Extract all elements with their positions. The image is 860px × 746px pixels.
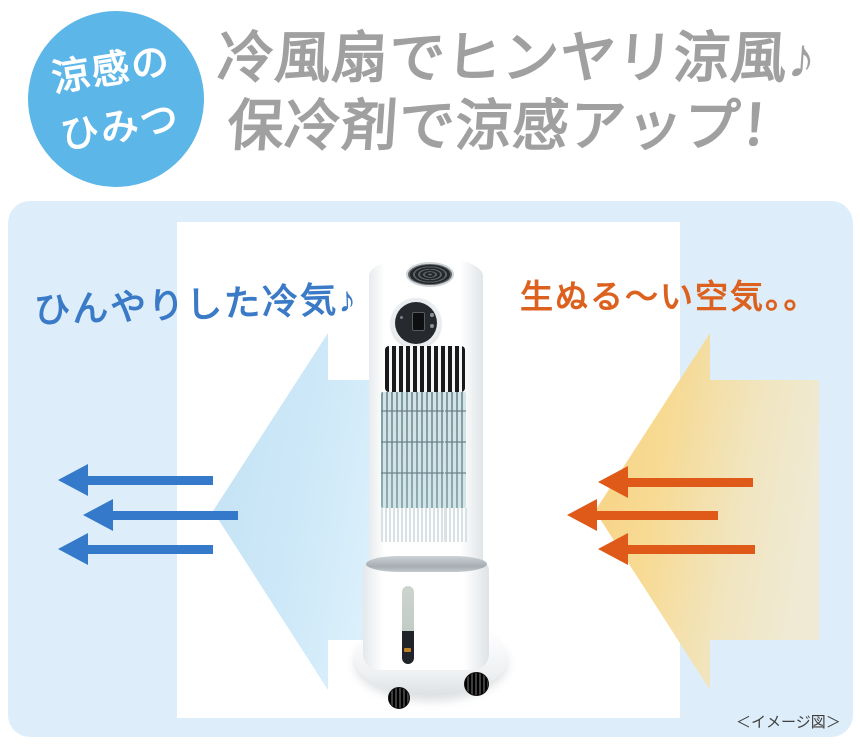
fan-grille-divider (381, 472, 466, 474)
cold-air-arrow-icon (58, 533, 213, 565)
fan-display (412, 312, 425, 331)
fan-louver-vent (385, 346, 465, 392)
arrow-shaft (82, 545, 213, 554)
fan-lower-grille (381, 508, 467, 542)
fan-water-tank (363, 562, 489, 670)
warm-air-arrow-icon (598, 466, 753, 498)
arrow-shaft (622, 545, 755, 554)
fan-top-vent-icon (406, 262, 454, 287)
cooling-secret-badge: 涼感の ひみつ (15, 0, 217, 200)
arrow-shaft (591, 511, 718, 520)
cold-air-arrow-icon (83, 499, 238, 531)
warm-air-arrow-icon (567, 499, 718, 531)
fan-water-level-mark (404, 648, 411, 652)
fan-button-icon (430, 313, 434, 317)
fan-divider-band (366, 556, 487, 572)
fan-grille-divider (381, 410, 466, 412)
cold-air-arrow-icon (58, 464, 213, 496)
fan-grille-divider (381, 441, 466, 443)
fan-caster-wheel (464, 672, 489, 696)
fan-panel-seam (444, 392, 445, 542)
fan-water-level-window (402, 586, 414, 664)
arrow-shaft (107, 511, 238, 520)
fan-button-icon (400, 316, 403, 319)
warm-air-label: 生ぬる～い空気。。 (520, 278, 819, 315)
warm-air-arrow-icon (598, 533, 755, 565)
headline: 冷風扇でヒンヤリ涼風♪ 保冷剤で涼感アップ！ (185, 24, 845, 160)
fan-button-icon (430, 324, 434, 328)
headline-line-1: 冷風扇でヒンヤリ涼風♪ (215, 26, 820, 89)
image-diagram-caption: ＜イメージ図＞ (736, 714, 841, 731)
arrow-shaft (622, 478, 753, 487)
tower-fan-image (355, 250, 510, 715)
headline-line-2: 保冷剤で涼感アップ！ (225, 94, 800, 157)
fan-caster-wheel (388, 687, 410, 709)
arrow-shaft (82, 476, 213, 485)
